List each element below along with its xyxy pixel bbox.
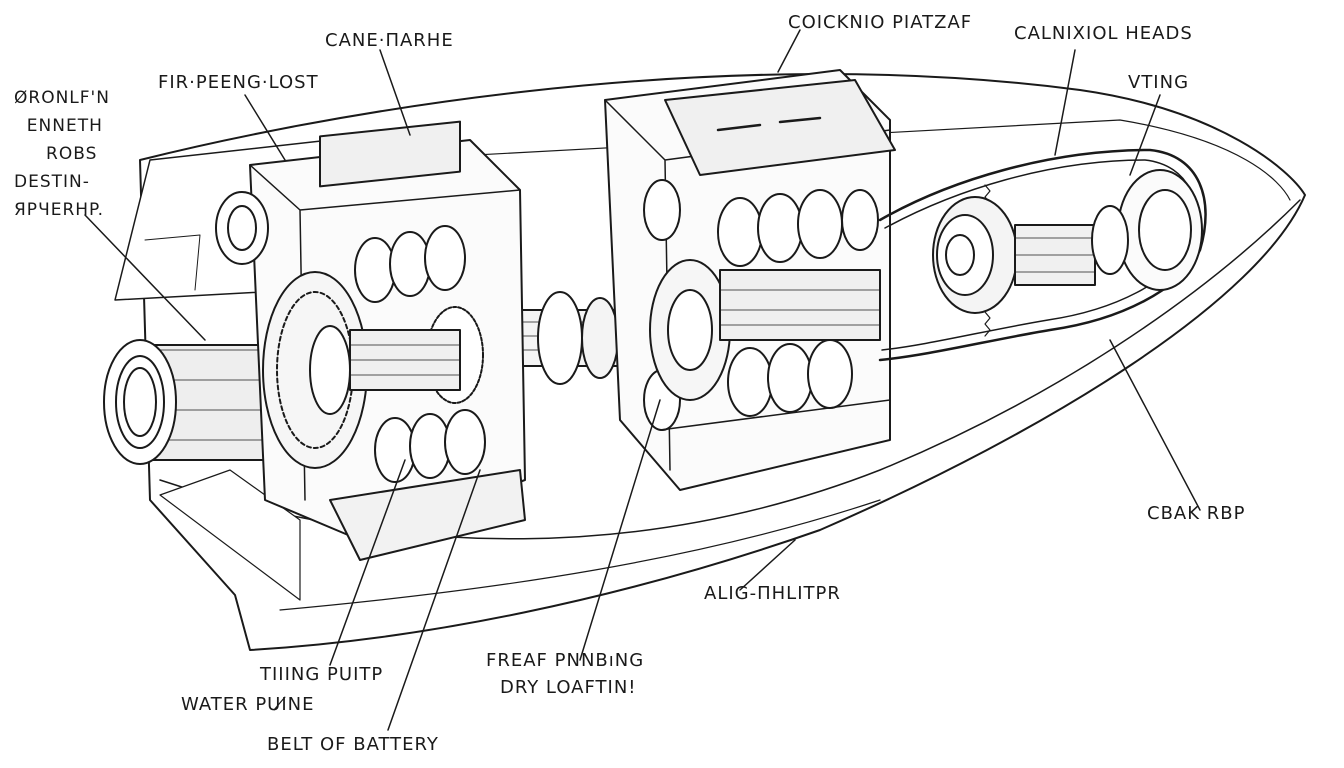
hull-lower-line	[279, 499, 881, 611]
leader-lines	[84, 29, 1201, 731]
hull-outline	[139, 73, 1306, 651]
vting-label: VTING	[1128, 72, 1190, 93]
cane-marhe-label: CANE·ΠARHE	[325, 30, 454, 51]
freaf-pnnbing-label: FREAF PNNBıNG	[486, 650, 645, 671]
fir-peeng-lost-label: FIR·PEENG·LOST	[158, 72, 319, 93]
water-puine-label: WATER PUI̸NE	[181, 694, 315, 715]
tiiing-purp-label: TIIING PUITP	[260, 664, 384, 685]
left-cover-plate	[319, 120, 461, 188]
left-block-label: ØRONLF'N ENNETH ROBS DESTIN- ЯPЧERHP.	[14, 88, 110, 220]
left-block-base	[329, 469, 526, 561]
hull-inner-line	[199, 119, 1291, 201]
calnixiol-heads-label: CALNIXIOL HEADS	[1014, 23, 1193, 44]
alig-mhlitpr-label: ALIG-ΠHLITPR	[704, 583, 841, 604]
belt-of-battery-label: BELT OF BATTERY	[267, 734, 439, 755]
cbak-rbp-label: CBAK RBP	[1147, 503, 1246, 524]
left-lower-panel	[159, 469, 301, 601]
dry-loaftin-label: DRY LOAFTIN!	[500, 677, 637, 698]
right-cover-plate	[664, 79, 896, 176]
coicknio-platzaf-label: COICKNIO PIATZAF	[788, 12, 973, 33]
